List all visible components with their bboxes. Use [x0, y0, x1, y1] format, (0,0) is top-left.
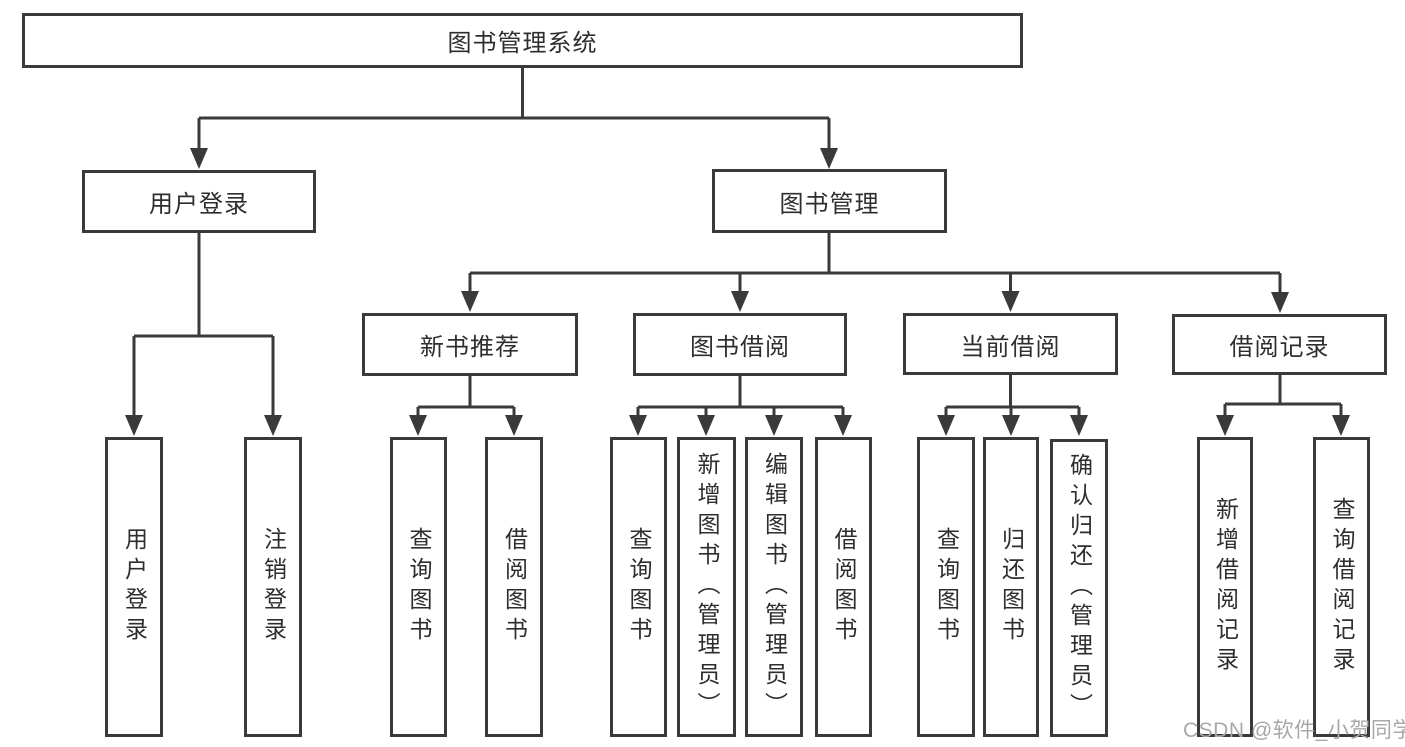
leaf-query-books-borrow: 查询图书 [610, 437, 667, 737]
node-book-borrow: 图书借阅 [633, 313, 847, 376]
leaf-return-books-label: 归还图书 [998, 527, 1025, 647]
node-current-borrow: 当前借阅 [903, 313, 1118, 375]
node-user-login: 用户登录 [82, 170, 316, 233]
leaf-query-books-current: 查询图书 [917, 437, 975, 737]
node-book-borrow-label: 图书借阅 [690, 334, 790, 361]
leaf-edit-books-admin-label: 编辑图书（管理员） [761, 452, 788, 722]
leaf-add-books-admin-label: 新增图书（管理员） [694, 452, 720, 722]
node-book-management-label: 图书管理 [779, 190, 880, 218]
node-user-login-label: 用户登录 [149, 191, 249, 218]
node-new-book-recommend: 新书推荐 [362, 313, 578, 376]
leaf-query-borrow-record: 查询借阅记录 [1313, 437, 1370, 737]
node-new-book-recommend-label: 新书推荐 [420, 334, 520, 361]
leaf-query-borrow-record-label: 查询借阅记录 [1329, 497, 1355, 677]
leaf-query-books-recommend: 查询图书 [390, 437, 447, 737]
leaf-add-books-admin: 新增图书（管理员） [677, 437, 736, 737]
node-borrow-records-label: 借阅记录 [1229, 334, 1330, 361]
leaf-logout: 注销登录 [244, 437, 302, 737]
leaf-confirm-return-admin-label: 确认归还（管理员） [1066, 453, 1093, 723]
leaf-borrow-books-recommend-label: 借阅图书 [501, 527, 528, 647]
leaf-logout-label: 注销登录 [260, 527, 287, 647]
leaf-borrow-books-recommend: 借阅图书 [485, 437, 543, 737]
node-borrow-records: 借阅记录 [1172, 314, 1387, 375]
leaf-query-books-recommend-label: 查询图书 [406, 527, 432, 647]
node-root-system: 图书管理系统 [22, 13, 1023, 68]
node-current-borrow-label: 当前借阅 [960, 333, 1061, 361]
leaf-user-login-label: 用户登录 [121, 527, 148, 647]
leaf-query-books-borrow-label: 查询图书 [626, 527, 652, 647]
node-book-management: 图书管理 [712, 169, 947, 233]
leaf-query-books-current-label: 查询图书 [933, 527, 960, 647]
leaf-edit-books-admin: 编辑图书（管理员） [745, 437, 803, 737]
leaf-add-borrow-record: 新增借阅记录 [1197, 437, 1253, 737]
csdn-watermark: CSDN @软件_小贺同学 [1183, 719, 1405, 742]
leaf-return-books: 归还图书 [983, 437, 1039, 737]
leaf-borrow-books-label: 借阅图书 [831, 527, 857, 647]
leaf-confirm-return-admin: 确认归还（管理员） [1050, 439, 1108, 737]
leaf-add-borrow-record-label: 新增借阅记录 [1212, 497, 1239, 677]
node-root-label: 图书管理系统 [447, 30, 598, 57]
leaf-user-login: 用户登录 [105, 437, 163, 737]
leaf-borrow-books: 借阅图书 [815, 437, 872, 737]
